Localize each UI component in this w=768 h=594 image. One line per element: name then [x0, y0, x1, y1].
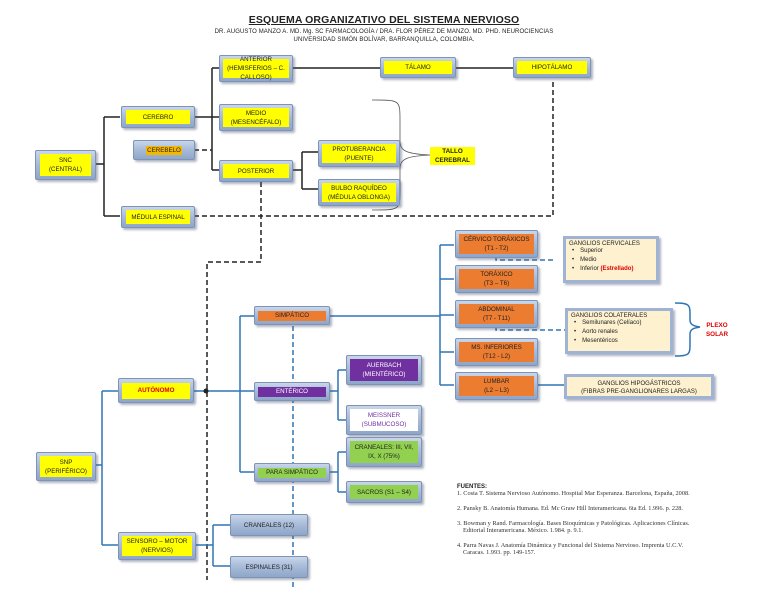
- node-parasimpatico[interactable]: PARA SIMPÁTICO: [254, 463, 330, 482]
- ganglio-item: Mesentéricos: [574, 337, 670, 346]
- parasimpatico-branch-line: [330, 451, 346, 493]
- ganglio-item: Superior: [572, 247, 656, 256]
- node-medio[interactable]: MEDIO(MESENCÉFALO): [219, 104, 293, 131]
- node-sensoro-motor[interactable]: SENSORO – MOTOR(NERVIOS): [118, 532, 196, 560]
- diagram-title: ESQUEMA ORGANIZATIVO DEL SISTEMA NERVIOS…: [248, 14, 520, 26]
- institution-line: UNIVERSIDAD SIMÓN BOLÍVAR, BARRANQUILLA,…: [293, 37, 475, 43]
- node-snp[interactable]: SNP(PERIFÉRICO): [36, 452, 96, 481]
- sacros-label: SACROS (S1 – S4): [350, 485, 418, 499]
- craneales-para-label: CRANEALES: III, VII,IX, X (75%): [350, 441, 418, 463]
- segment-label: TORÁXICO(T3 – T6): [459, 269, 534, 289]
- craneales-nervios-label: CRANEALES (12): [243, 521, 295, 529]
- snp-branch-line: [96, 390, 118, 546]
- node-anterior[interactable]: ANTERIOR(HEMISFERIOS – C. CALLOSO): [219, 55, 293, 82]
- cerebro-branch-line: [194, 67, 220, 171]
- snc-connectors: [95, 67, 514, 217]
- node-segment-toraxico[interactable]: TORÁXICO(T3 – T6): [455, 265, 538, 293]
- snc-branch-line: [95, 116, 120, 217]
- protuberancia-label: PROTUBERANCIA(PUENTE): [322, 144, 396, 163]
- node-bulbo[interactable]: BULBO RAQUÍDEO(MÉDULA OBLONGA): [318, 179, 400, 206]
- meissner-label: MEISSNER(SUBMUCOSO): [350, 409, 418, 431]
- anterior-label: ANTERIOR(HEMISFERIOS – C. CALLOSO): [223, 56, 289, 81]
- ganglios-hipogastricos-box[interactable]: GANGLIOS HIPOGÁSTRICOS(FIBRAS PRE-GANGLI…: [564, 374, 714, 399]
- simpatico-branch-line: [330, 244, 454, 386]
- node-autonomo[interactable]: AUTÓNOMO: [118, 378, 194, 403]
- node-posterior[interactable]: POSTERIOR: [219, 160, 293, 182]
- node-segment-lumbar[interactable]: LUMBAR(L2 – L3): [455, 372, 538, 400]
- segment-label: CÉRVICO TORÁXICOS(T1 - T2): [459, 234, 534, 254]
- sensoro-branch-line: [195, 524, 230, 567]
- snp-connectors: [96, 244, 701, 567]
- reference-item: 2. Pansky B. Anatomía Humana. Ed. Mc Gra…: [457, 505, 683, 512]
- parasimpatico-label: PARA SIMPÁTICO: [258, 467, 326, 478]
- ganglio-item: Inferior (Estrellado): [572, 265, 656, 274]
- posterior-snp-dashed-line: [206, 182, 262, 580]
- talamo-label: TÁLAMO: [384, 61, 452, 74]
- ganglios-cervicales-box[interactable]: GANGLIOS CERVICALES Superior Medio Infer…: [563, 236, 659, 283]
- reference-item: 3. Bowman y Rand. Farmacología. Bases Bi…: [457, 520, 690, 534]
- segment-label: LUMBAR(L2 – L3): [459, 376, 534, 396]
- snc-dashed-connectors: [194, 80, 554, 580]
- ganglios-hipogastricos-label: GANGLIOS HIPOGÁSTRICOS(FIBRAS PRE-GANGLI…: [581, 381, 697, 395]
- authors-line: DR. AUGUSTO MANZO A. MD. Mg. SC FARMACOL…: [214, 29, 554, 35]
- ganglio-item: Medio: [572, 256, 656, 265]
- node-craneales-para[interactable]: CRANEALES: III, VII,IX, X (75%): [346, 437, 422, 467]
- posterior-label: POSTERIOR: [223, 164, 289, 178]
- segment-label: ABDOMINAL(T7 - T11): [459, 304, 534, 324]
- references-heading: FUENTES:: [457, 484, 487, 490]
- sensoro-motor-label: SENSORO – MOTOR(NERVIOS): [122, 536, 192, 556]
- bulbo-label: BULBO RAQUÍDEO(MÉDULA OBLONGA): [322, 183, 396, 202]
- node-hipotalamo[interactable]: HIPOTÁLAMO: [513, 57, 591, 78]
- node-espinales[interactable]: ESPINALES (31): [230, 556, 308, 578]
- node-medula-espinal[interactable]: MÉDULA ESPINAL: [121, 206, 195, 228]
- medio-label: MEDIO(MESENCÉFALO): [223, 108, 289, 127]
- cerebelo-label: CEREBELO: [146, 145, 182, 155]
- simpatico-label: SIMPÁTICO: [258, 310, 326, 321]
- node-cerebelo[interactable]: CEREBELO: [133, 140, 195, 160]
- autonomo-label: AUTÓNOMO: [122, 382, 190, 399]
- autonomo-branch-line: [193, 315, 254, 473]
- junction-dot: [203, 388, 209, 394]
- node-enterico[interactable]: ENTÉRICO: [254, 382, 330, 401]
- ganglios-colaterales-box[interactable]: GANGLIOS COLATERALES Semilunares (Celíac…: [565, 308, 673, 354]
- node-auerbach[interactable]: AUERBACH(MIENTÉRICO): [346, 355, 422, 385]
- node-craneales-nervios[interactable]: CRANEALES (12): [230, 514, 308, 536]
- espinales-label: ESPINALES (31): [245, 563, 293, 571]
- enterico-label: ENTÉRICO: [258, 386, 326, 397]
- auerbach-label: AUERBACH(MIENTÉRICO): [350, 359, 418, 381]
- node-talamo[interactable]: TÁLAMO: [380, 57, 456, 78]
- ganglio-item: Aorto renales: [574, 328, 670, 337]
- ganglio-item: Semilunares (Celíaco): [574, 319, 670, 328]
- references-section: FUENTES: 1. Costa T. Sistema Nervioso Au…: [457, 484, 767, 564]
- node-protuberancia[interactable]: PROTUBERANCIA(PUENTE): [318, 140, 400, 167]
- segment-label: MS. INFERIORES(T12 - L2): [459, 342, 534, 362]
- node-segment-cervico-toraxicos[interactable]: CÉRVICO TORÁXICOS(T1 - T2): [455, 230, 538, 258]
- medula-hipotalamo-dashed-line: [194, 80, 554, 217]
- ganglios-colaterales-title: GANGLIOS COLATERALES: [571, 313, 648, 319]
- node-segment-abdominal[interactable]: ABDOMINAL(T7 - T11): [455, 300, 538, 328]
- node-sacros[interactable]: SACROS (S1 – S4): [346, 481, 422, 503]
- estrellado-note: (Estrellado): [600, 266, 634, 272]
- node-meissner[interactable]: MEISSNER(SUBMUCOSO): [346, 405, 422, 435]
- enterico-branch-line: [330, 369, 346, 421]
- snc-label: SNC(CENTRAL): [40, 154, 91, 176]
- posterior-branch-line: [293, 151, 318, 190]
- reference-item: 4. Parra Navas J. Anatomía Dinámica y Fu…: [457, 542, 684, 556]
- hipotalamo-label: HIPOTÁLAMO: [517, 61, 587, 74]
- cerebro-label: CEREBRO: [126, 110, 190, 124]
- plexo-brace: [674, 302, 701, 357]
- snp-label: SNP(PERIFÉRICO): [40, 456, 92, 477]
- node-snc[interactable]: SNC(CENTRAL): [35, 150, 96, 180]
- reference-item: 1. Costa T. Sistema Nervioso Autónomo. H…: [457, 490, 690, 497]
- medula-label: MÉDULA ESPINAL: [126, 210, 190, 224]
- ganglios-cervicales-title: GANGLIOS CERVICALES: [569, 241, 640, 247]
- node-simpatico[interactable]: SIMPÁTICO: [254, 306, 330, 325]
- node-segment-ms-inferiores[interactable]: MS. INFERIORES(T12 - L2): [455, 338, 538, 366]
- node-cerebro[interactable]: CEREBRO: [121, 106, 195, 128]
